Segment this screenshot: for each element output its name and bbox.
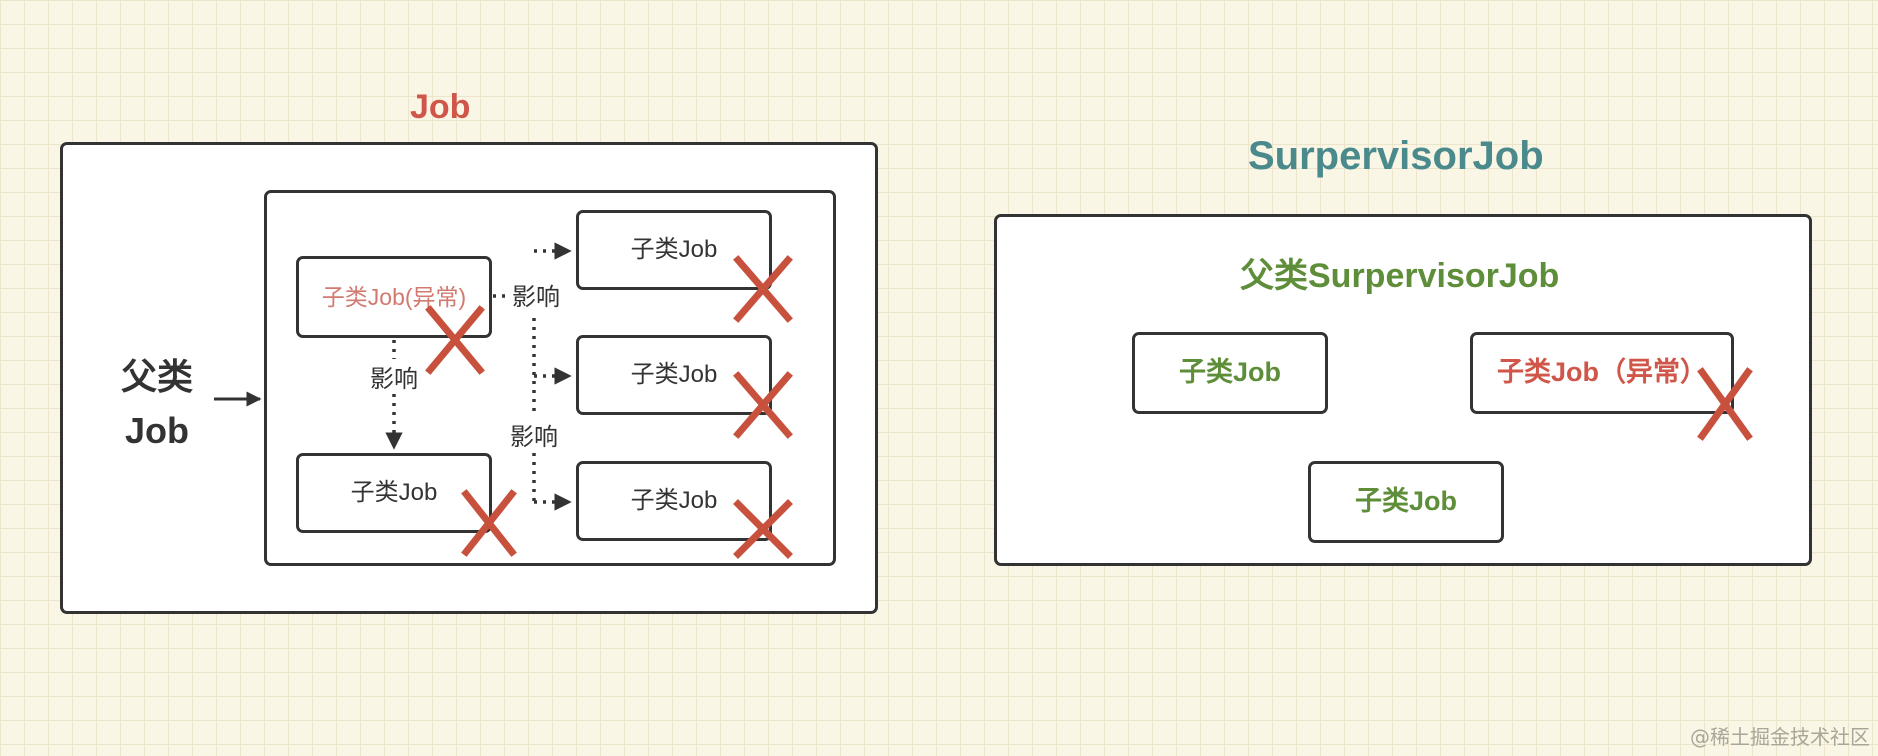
job-section-title: Job [410,88,471,126]
sup-child-job-a-label: 子类Job [1178,357,1281,388]
parent-job-label: 父类 Job [112,350,202,458]
cancel-cross-icon [733,255,793,323]
influence-label-down: 影响 [368,359,420,394]
child-job-right-1-label: 子类Job [630,236,718,263]
sup-child-job-c-label: 子类Job [1354,486,1457,517]
cancel-cross-icon [461,489,517,557]
influence-label-right-top: 影响 [510,277,562,312]
sup-child-job-error-label: 子类Job（异常） [1496,357,1707,388]
child-job-bottom-label: 子类Job [350,479,438,506]
influence-right-arrows [493,242,572,511]
sup-child-job-error: 子类Job（异常） [1470,332,1734,414]
child-job-bottom: 子类Job [296,453,492,533]
parent-job-label-line2: Job [124,410,189,451]
cancel-cross-icon [425,305,485,375]
child-job-right-1: 子类Job [576,210,772,290]
supervisorjob-section-title: SurpervisorJob [1248,134,1544,178]
influence-label-right-mid: 影响 [508,417,560,452]
parent-supervisorjob-label: 父类SurpervisorJob [1240,257,1560,295]
child-job-right-2-label: 子类Job [630,361,718,388]
child-job-right-3-label: 子类Job [630,487,718,514]
child-job-error: 子类Job(异常) [296,256,492,338]
cancel-cross-icon [733,499,793,559]
cancel-cross-icon [733,371,793,439]
child-job-error-label: 子类Job(异常) [321,283,467,310]
sup-child-job-c: 子类Job [1308,461,1504,543]
watermark: @稀土掘金技术社区 [1690,725,1870,749]
parent-job-label-line1: 父类 [120,356,193,397]
sup-child-job-a: 子类Job [1132,332,1328,414]
cancel-cross-icon [1697,367,1753,441]
